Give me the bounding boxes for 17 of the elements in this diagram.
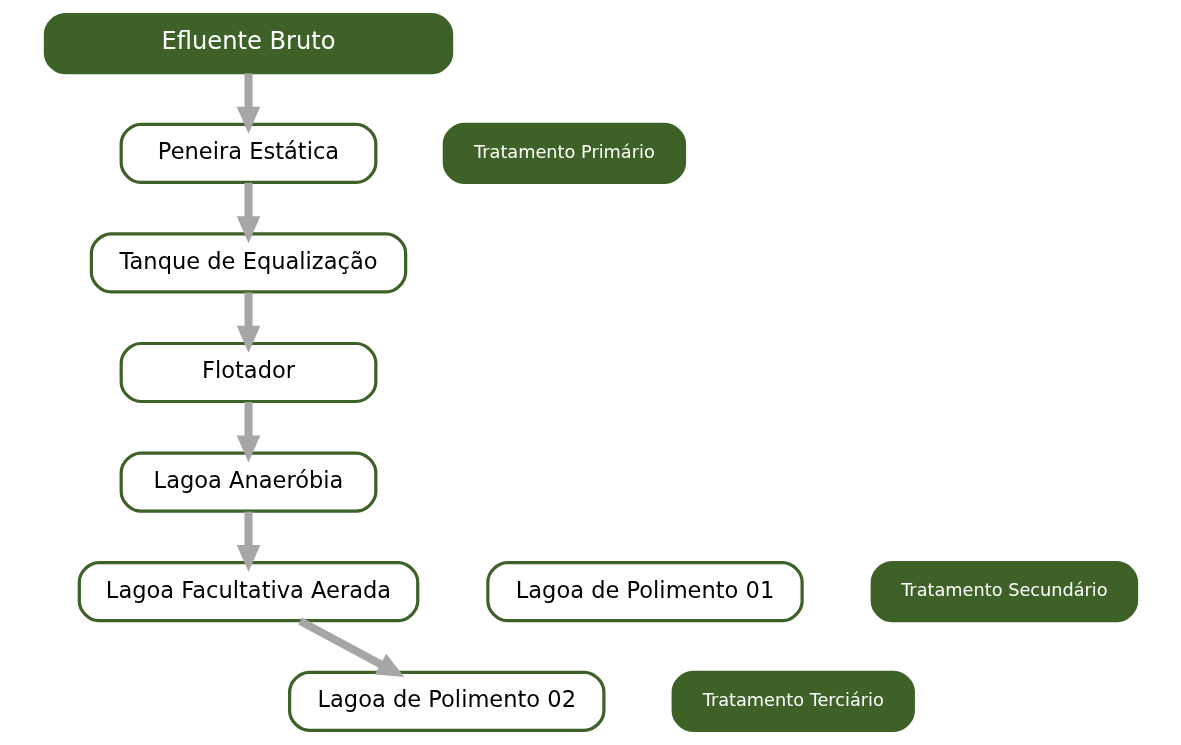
node-box: Efluente Bruto [43, 13, 453, 75]
node-box: Tratamento Primário [442, 122, 686, 184]
node-box: Lagoa de Polimento 02 [287, 670, 605, 732]
node-box: Lagoa Anaeróbia [119, 451, 377, 513]
arrow [236, 292, 260, 353]
arrow [236, 402, 260, 463]
node-box: Lagoa de Polimento 01 [485, 561, 804, 623]
node-box: Tratamento Secundário [870, 561, 1138, 623]
arrow [236, 73, 260, 134]
arrow [236, 511, 260, 572]
node-box: Flotador [119, 341, 377, 404]
arrow [236, 182, 260, 244]
node-box: Tratamento Terciário [671, 670, 915, 732]
node-box: Tanque de Equalização [89, 232, 407, 294]
node-box: Peneira Estática [119, 122, 377, 184]
arrow [297, 617, 404, 677]
node-box: Lagoa Facultativa Aerada [77, 561, 419, 623]
